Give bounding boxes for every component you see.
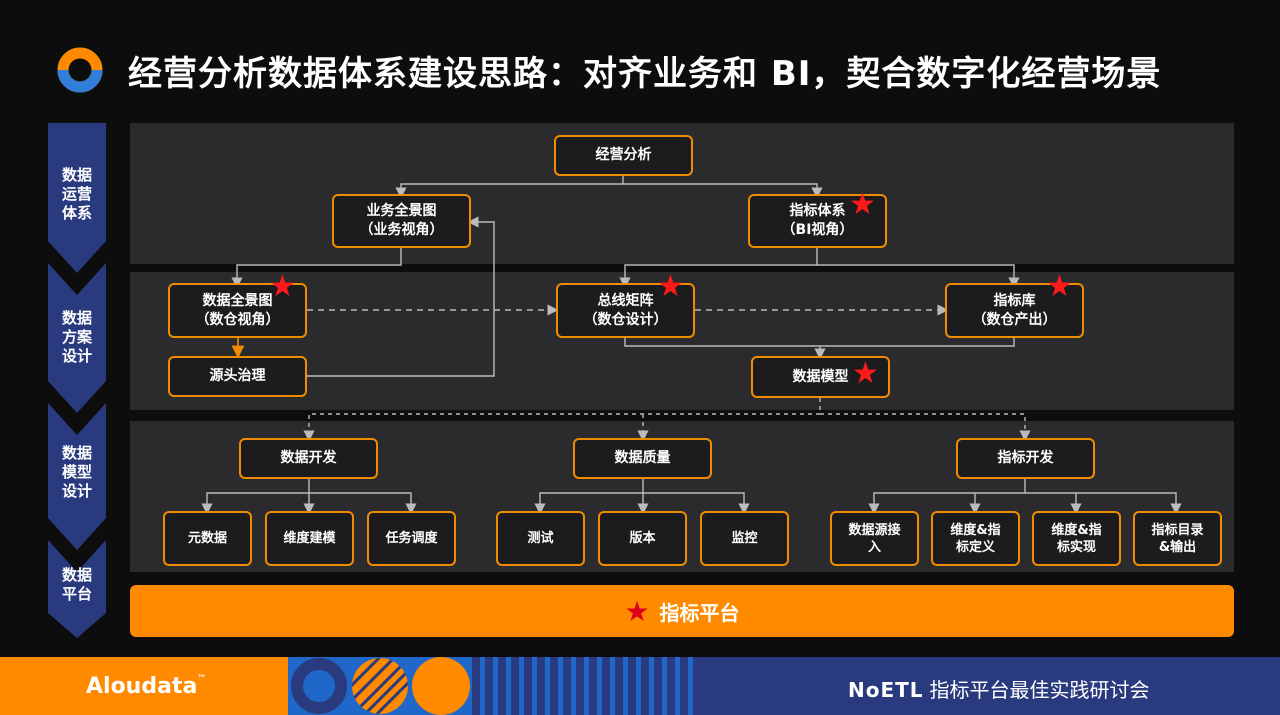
- node-banben: 版本: [598, 511, 687, 566]
- node-yewu-quanjing: 业务全景图 （业务视角）: [332, 194, 471, 248]
- star-shuju-quanjing-icon: ★: [269, 269, 296, 304]
- node-zhibiao-ku: 指标库 （数仓产出）: [945, 283, 1084, 338]
- node-jingying-fenxi: 经营分析: [554, 135, 693, 176]
- event-name: 指标平台最佳实践研讨会: [929, 678, 1150, 702]
- metric-platform-bar: ★ 指标平台: [130, 585, 1234, 637]
- node-shuju-moxing: 数据模型: [751, 356, 890, 398]
- node-jiankong: 监控: [700, 511, 789, 566]
- node-zhibiao-kaifa: 指标开发: [956, 438, 1095, 479]
- node-zhibiao-mulu: 指标目录 &输出: [1133, 511, 1222, 566]
- node-shuju-kaifa: 数据开发: [239, 438, 378, 479]
- node-zhibiao-tixi: 指标体系 （BI视角）: [748, 194, 887, 248]
- node-zongxian-juzhen: 总线矩阵 （数仓设计）: [556, 283, 695, 338]
- page-title: 经营分析数据体系建设思路：对齐业务和 BI，契合数字化经营场景: [128, 54, 1162, 94]
- node-yuantou-zhili: 源头治理: [168, 356, 307, 397]
- brand-tm: ™: [197, 674, 207, 684]
- node-shuju-zhiliang: 数据质量: [573, 438, 712, 479]
- node-renwu-diaodu: 任务调度: [367, 511, 456, 566]
- noetl-logo: NoETL: [848, 678, 924, 702]
- platform-star-icon: ★: [624, 594, 650, 628]
- side-label-operations: 数据 运营 体系: [61, 166, 92, 222]
- logo-ring-icon: [57, 47, 103, 93]
- node-shuju-quanjing: 数据全景图 （数仓视角）: [168, 283, 307, 338]
- star-zhibiao-ku-icon: ★: [1046, 269, 1073, 304]
- node-weidu-zhibiao-shixian: 维度&指 标实现: [1032, 511, 1121, 566]
- side-chevron-stack: [48, 123, 106, 638]
- side-label-model: 数据 模型 设计: [61, 444, 92, 500]
- brand-name: Aloudata: [86, 674, 198, 699]
- node-shujuyuan-jieru: 数据源接 入: [830, 511, 919, 566]
- star-shuju-moxing-icon: ★: [852, 356, 879, 391]
- platform-label: 指标平台: [659, 600, 740, 625]
- side-label-platform: 数据 平台: [61, 566, 92, 603]
- side-label-solution: 数据 方案 设计: [61, 309, 92, 365]
- node-weidu-jianmo: 维度建模: [265, 511, 354, 566]
- aloudata-logo: Aloudata™: [86, 674, 206, 699]
- node-yuanshuju: 元数据: [163, 511, 252, 566]
- node-ceshi: 测试: [496, 511, 585, 566]
- star-zongxian-icon: ★: [657, 269, 684, 304]
- node-weidu-zhibiao-dingyi: 维度&指 标定义: [931, 511, 1020, 566]
- star-zhibiao-tixi-icon: ★: [849, 187, 876, 222]
- footer-banner: [0, 657, 1280, 715]
